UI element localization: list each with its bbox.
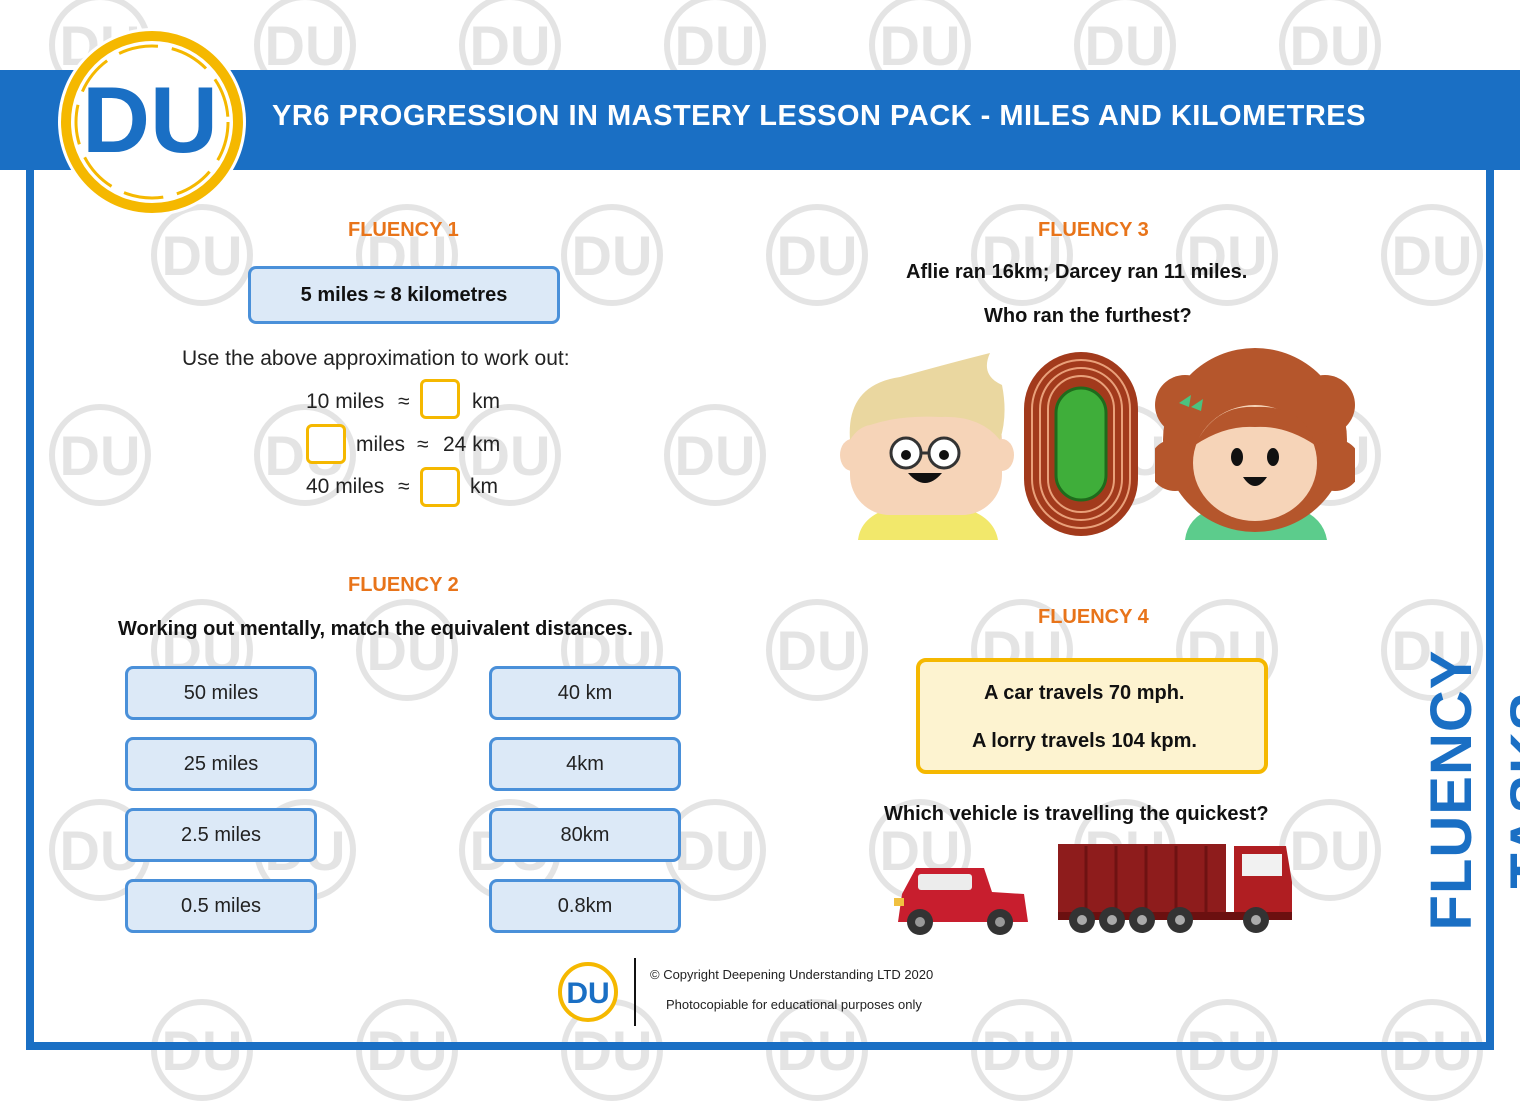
watermark-logo-icon: DU: [1176, 999, 1278, 1101]
header-bar: [0, 70, 1520, 170]
match-right-item[interactable]: 4km: [489, 737, 681, 791]
fluency1-key-fact: 5 miles ≈ 8 kilometres: [248, 266, 560, 324]
fluency1-row2-left: miles: [356, 433, 406, 456]
footer-note: Photocopiable for educational purposes o…: [666, 997, 922, 1012]
svg-text:DU: DU: [572, 1019, 653, 1082]
answer-box-3[interactable]: [420, 467, 460, 507]
fluency1-row3-right: km: [470, 475, 498, 498]
svg-text:DU: DU: [777, 619, 858, 682]
watermark-logo-icon: DU: [1381, 204, 1483, 306]
svg-text:DU: DU: [675, 819, 756, 882]
watermark-logo-icon: DU: [971, 999, 1073, 1101]
watermark-logo-icon: DU: [971, 204, 1073, 306]
watermark-logo-icon: DU: [766, 599, 868, 701]
girl-illustration-icon: [1155, 348, 1355, 540]
footer-divider: [634, 958, 636, 1026]
fluency1-row1-right: km: [472, 390, 500, 413]
match-right-item[interactable]: 80km: [489, 808, 681, 862]
fluency4-box-line1: A car travels 70 mph.: [984, 682, 1185, 704]
svg-text:DU: DU: [675, 14, 756, 77]
svg-text:DU: DU: [162, 224, 243, 287]
match-left-item[interactable]: 0.5 miles: [125, 879, 317, 933]
footer-copyright: © Copyright Deepening Understanding LTD …: [650, 967, 934, 982]
svg-text:DU: DU: [1085, 14, 1166, 77]
boy-illustration-icon: [840, 353, 1014, 540]
lorry-icon: [1058, 844, 1292, 933]
du-logo-text: DU: [82, 67, 218, 172]
watermark-logo-icon: DU: [1176, 204, 1278, 306]
svg-text:DU: DU: [777, 1019, 858, 1082]
svg-text:DU: DU: [60, 424, 141, 487]
svg-text:DU: DU: [880, 14, 961, 77]
fluency1-title: FLUENCY 1: [348, 219, 459, 241]
watermark-logo-icon: DU: [356, 599, 458, 701]
running-track-icon: [1024, 352, 1138, 536]
svg-text:DU: DU: [777, 224, 858, 287]
match-left-item[interactable]: 50 miles: [125, 666, 317, 720]
fluency4-question: Which vehicle is travelling the quickest…: [884, 803, 1269, 825]
fluency1-row2-sym: ≈: [417, 433, 429, 456]
frame-bottom-border: [26, 1042, 1494, 1050]
svg-text:DU: DU: [572, 224, 653, 287]
svg-text:DU: DU: [265, 14, 346, 77]
fluency2-title: FLUENCY 2: [348, 574, 459, 596]
svg-text:DU: DU: [367, 1019, 448, 1082]
fluency4-box-line2: A lorry travels 104 kpm.: [972, 730, 1197, 752]
fluency4-info-box: [916, 658, 1268, 774]
watermark-logo-icon: DU: [49, 404, 151, 506]
page-title: YR6 PROGRESSION IN MASTERY LESSON PACK -…: [272, 100, 1366, 132]
svg-text:DU: DU: [1290, 14, 1371, 77]
fluency1-row3-left: 40 miles: [306, 475, 385, 498]
car-icon: [894, 868, 1028, 935]
watermark-logo-icon: DU: [561, 204, 663, 306]
fluency4-title: FLUENCY 4: [1038, 606, 1149, 628]
fluency1-row3-sym: ≈: [398, 475, 410, 498]
fluency3-title: FLUENCY 3: [1038, 219, 1149, 241]
watermark-logo-icon: DU: [664, 404, 766, 506]
fluency1-row2-right: 24 km: [443, 433, 501, 456]
watermark-logo-icon: DU: [356, 999, 458, 1101]
side-title: FLUENCY TASKS: [1419, 649, 1520, 931]
answer-box-1[interactable]: [420, 379, 460, 419]
fluency1-instruction: Use the above approximation to work out:: [182, 347, 570, 370]
svg-text:DU: DU: [1187, 1019, 1268, 1082]
svg-text:DU: DU: [982, 1019, 1063, 1082]
svg-text:DU: DU: [162, 1019, 243, 1082]
svg-text:DU: DU: [1290, 819, 1371, 882]
match-left-item[interactable]: 25 miles: [125, 737, 317, 791]
footer-du-logo: DU: [558, 962, 618, 1022]
match-left-item[interactable]: 2.5 miles: [125, 808, 317, 862]
watermark-logo-icon: DU: [151, 999, 253, 1101]
frame-left-border: [26, 170, 34, 1050]
svg-text:DU: DU: [675, 424, 756, 487]
fluency1-row1-sym: ≈: [398, 390, 410, 413]
fluency3-line1: Aflie ran 16km; Darcey ran 11 miles.: [906, 261, 1248, 283]
du-logo: DU: [58, 28, 246, 216]
footer-logo-text: DU: [566, 977, 609, 1010]
watermark-logo-icon: DU: [766, 204, 868, 306]
match-right-item[interactable]: 40 km: [489, 666, 681, 720]
match-right-item[interactable]: 0.8km: [489, 879, 681, 933]
svg-text:DU: DU: [1392, 224, 1473, 287]
frame-right-border: [1486, 170, 1494, 1050]
fluency2-instruction: Working out mentally, match the equivale…: [118, 618, 633, 640]
fluency1-row1-left: 10 miles: [306, 390, 385, 413]
answer-box-2[interactable]: [306, 424, 346, 464]
svg-text:DU: DU: [470, 14, 551, 77]
fluency3-line2: Who ran the furthest?: [984, 305, 1192, 327]
